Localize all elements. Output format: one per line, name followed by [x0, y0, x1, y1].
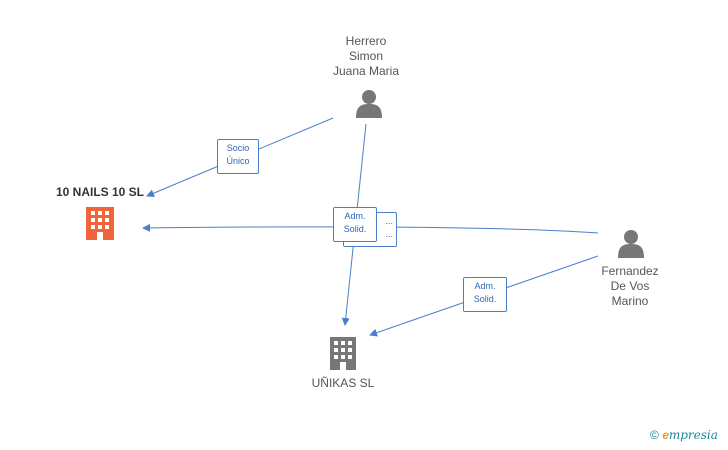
person-icon[interactable]: [356, 90, 382, 118]
company-name-unikas[interactable]: UÑIKAS SL: [311, 376, 375, 390]
person-name-herrero[interactable]: Herrero Simon Juana Maria: [332, 34, 400, 78]
edge-label-socio-unico: Socio Único: [217, 139, 259, 174]
building-icon[interactable]: [86, 207, 114, 240]
company-name-10-nails[interactable]: 10 NAILS 10 SL: [55, 185, 145, 199]
edge-label-adm-solid: Adm. Solid.: [463, 277, 507, 312]
empresia-logo-text: mpresia: [668, 428, 718, 442]
edge-label-adm-solid: Adm. Solid.: [333, 207, 377, 242]
empresia-watermark: © empresia: [650, 428, 718, 442]
building-icon[interactable]: [330, 337, 356, 370]
copyright-icon: ©: [650, 428, 659, 442]
empresia-logo-e: e: [662, 428, 669, 442]
person-name-fernandez[interactable]: Fernandez De Vos Marino: [601, 264, 659, 308]
person-icon[interactable]: [618, 230, 644, 258]
